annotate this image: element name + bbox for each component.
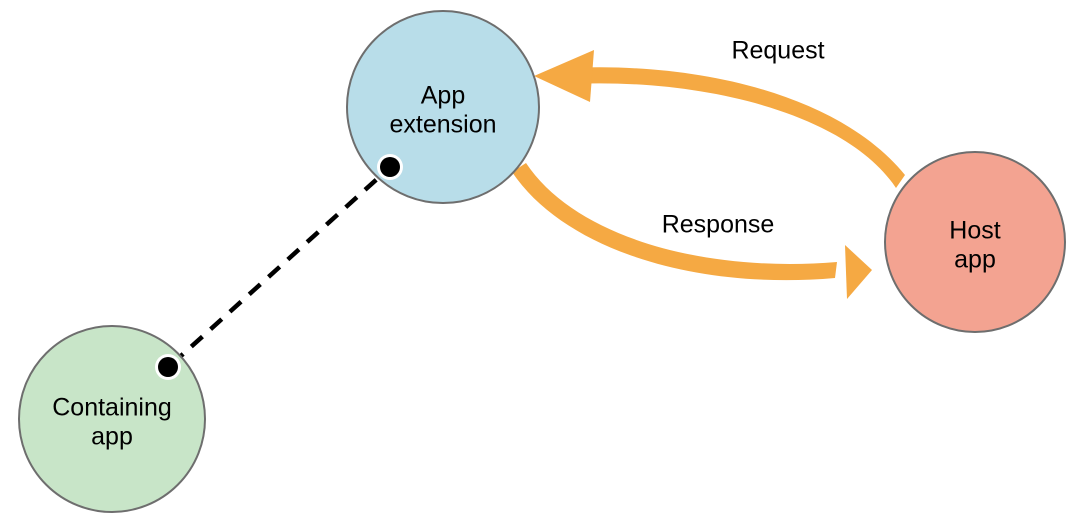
containing-app-label-line2: app <box>91 423 133 451</box>
request-arrowhead <box>534 50 594 102</box>
host-app-circle[interactable] <box>884 151 1066 333</box>
edge-response <box>512 163 872 299</box>
connector-app-extension-dot <box>377 154 403 180</box>
edge-label-response: Response <box>662 211 775 239</box>
host-app-label-line1: Host <box>949 217 1000 245</box>
app-extension-label-line2: extension <box>389 111 496 139</box>
node-app-extension[interactable]: App extension <box>346 10 540 204</box>
request-arrow-shaft <box>570 67 905 188</box>
host-app-label-line2: app <box>954 246 996 274</box>
node-host-app[interactable]: Host app <box>884 151 1066 333</box>
connector-containing-app-dot <box>155 354 181 380</box>
connector-dot-core <box>380 157 400 177</box>
response-arrow-shaft <box>512 163 837 281</box>
node-containing-app[interactable]: Containing app <box>18 325 206 513</box>
connector-dot-core <box>158 357 178 377</box>
edge-request <box>534 50 905 188</box>
edge-label-request: Request <box>731 37 824 65</box>
containing-app-label-line1: Containing <box>52 394 172 422</box>
response-arrowhead <box>845 245 872 299</box>
app-extension-label-line1: App <box>421 82 465 110</box>
containment-dashed-line <box>170 168 389 366</box>
